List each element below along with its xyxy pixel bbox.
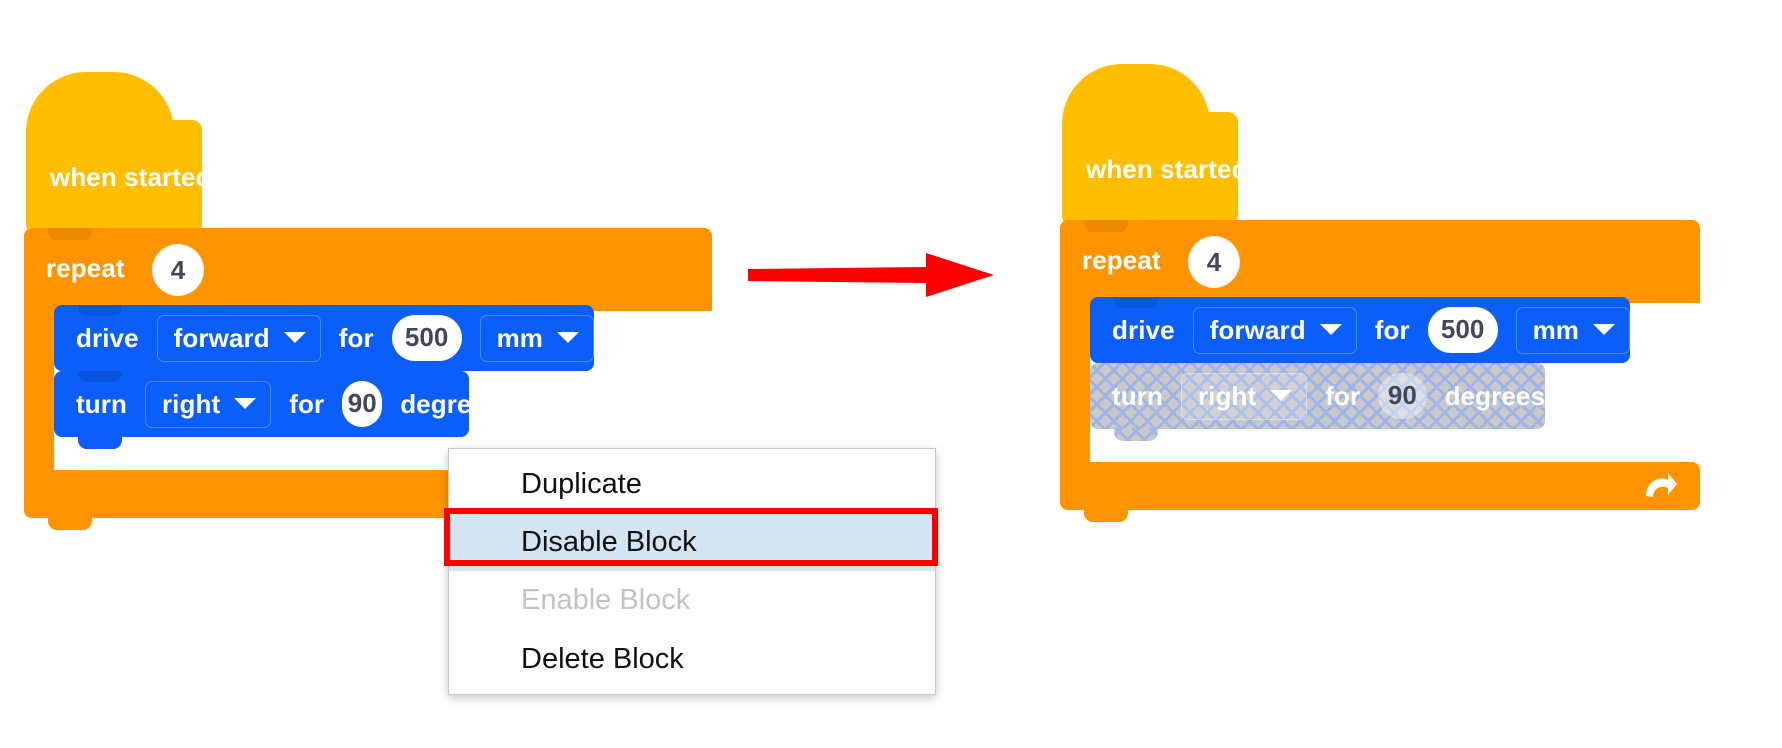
block-context-menu[interactable]: Duplicate Disable Block Enable Block Del… (448, 448, 936, 695)
after-repeat-label: repeat (1082, 245, 1161, 275)
context-menu-item-enable-block: Enable Block (449, 571, 935, 629)
context-menu-item-label: Disable Block (521, 526, 697, 559)
repeat-count-value: 4 (170, 254, 186, 285)
after-drive-connector-label: for (1374, 315, 1410, 345)
drive-direction-value: forward (173, 322, 270, 353)
repeat-spine (24, 311, 54, 470)
after-drive-verb-label: drive (1112, 315, 1175, 345)
drive-verb-label: drive (76, 323, 139, 353)
repeat-bottom-nub (48, 517, 92, 530)
after-turn-direction-dropdown[interactable]: right (1180, 372, 1308, 420)
context-menu-item-delete-block[interactable]: Delete Block (449, 630, 935, 688)
after-repeat-header (1060, 220, 1700, 303)
turn-amount-value: 90 (347, 388, 377, 418)
turn-verb-label: turn (76, 389, 127, 419)
after-drive-units-dropdown[interactable]: mm (1515, 306, 1630, 354)
drive-units-dropdown[interactable]: mm (479, 314, 594, 362)
turn-amount-field[interactable]: 90 (342, 381, 383, 427)
after-when-started-hat-block[interactable]: when started (1062, 64, 1247, 235)
after-repeat-c-block[interactable]: repeat 4 (1060, 220, 1700, 522)
repeat-c-block[interactable]: repeat 4 (24, 228, 712, 530)
after-turn-bottom-nub (1114, 428, 1158, 441)
after-drive-units-value: mm (1532, 314, 1579, 345)
turn-block[interactable]: turn right for 90 degrees (54, 371, 501, 449)
context-menu-item-label: Delete Block (521, 642, 684, 675)
repeat-count-field[interactable]: 4 (152, 244, 204, 296)
drive-distance-field[interactable]: 500 (391, 315, 462, 361)
after-turn-amount-field[interactable]: 90 (1378, 373, 1427, 419)
chevron-down-icon (1270, 390, 1293, 401)
after-repeat-spine (1060, 303, 1090, 462)
context-menu-item-duplicate[interactable]: Duplicate (449, 455, 935, 513)
drive-direction-dropdown[interactable]: forward (156, 314, 321, 362)
chevron-down-icon (283, 332, 306, 343)
repeat-top-notch (48, 228, 92, 240)
when-started-hat-block[interactable]: when started (26, 72, 211, 243)
turn-bottom-nub (78, 436, 122, 449)
after-turn-verb-label: turn (1112, 381, 1163, 411)
chevron-down-icon (1593, 324, 1615, 335)
after-repeat-count-value: 4 (1206, 246, 1222, 277)
after-drive-direction-dropdown[interactable]: forward (1192, 306, 1357, 354)
after-drive-block[interactable]: drive forward for 500 mm (1090, 297, 1630, 375)
turn-top-notch (78, 371, 122, 382)
turn-units-label: degrees (400, 389, 501, 419)
when-started-label: when started (50, 162, 212, 192)
repeat-header (24, 228, 712, 311)
after-repeat-foot (1060, 462, 1700, 522)
after-repeat-top-notch (1084, 220, 1128, 232)
after-turn-direction-value: right (1197, 380, 1257, 411)
drive-connector-label: for (338, 323, 374, 353)
after-turn-units-label: degrees (1444, 381, 1545, 411)
chevron-down-icon (557, 332, 579, 343)
repeat-label: repeat (46, 253, 125, 283)
drive-block[interactable]: drive forward for 500 mm (54, 305, 594, 383)
loop-arrow-icon (1646, 473, 1677, 497)
drive-units-value: mm (496, 322, 543, 353)
turn-connector-label: for (289, 389, 325, 419)
after-drive-top-notch (1114, 297, 1158, 308)
after-turn-block-disabled[interactable]: turn right for 90 degrees (1090, 363, 1545, 441)
after-repeat-count-field[interactable]: 4 (1188, 236, 1240, 288)
context-menu-item-disable-block[interactable]: Disable Block (449, 513, 935, 572)
chevron-down-icon (234, 398, 257, 409)
chevron-down-icon (1319, 324, 1342, 335)
after-drive-distance-field[interactable]: 500 (1427, 307, 1498, 353)
after-repeat-bottom-nub (1084, 509, 1128, 522)
context-menu-item-label: Enable Block (521, 584, 691, 617)
turn-direction-dropdown[interactable]: right (144, 380, 272, 428)
after-turn-connector-label: for (1325, 381, 1361, 411)
drive-top-notch (78, 305, 122, 316)
context-menu-item-label: Duplicate (521, 468, 642, 500)
drive-distance-value: 500 (404, 322, 449, 352)
after-drive-distance-value: 500 (1440, 314, 1485, 344)
turn-direction-value: right (161, 388, 221, 419)
right-arrow-icon (748, 253, 994, 297)
after-turn-amount-value: 90 (1387, 380, 1417, 410)
repeat-foot (24, 470, 454, 530)
after-when-started-label: when started (1086, 154, 1248, 184)
after-drive-direction-value: forward (1209, 314, 1306, 345)
